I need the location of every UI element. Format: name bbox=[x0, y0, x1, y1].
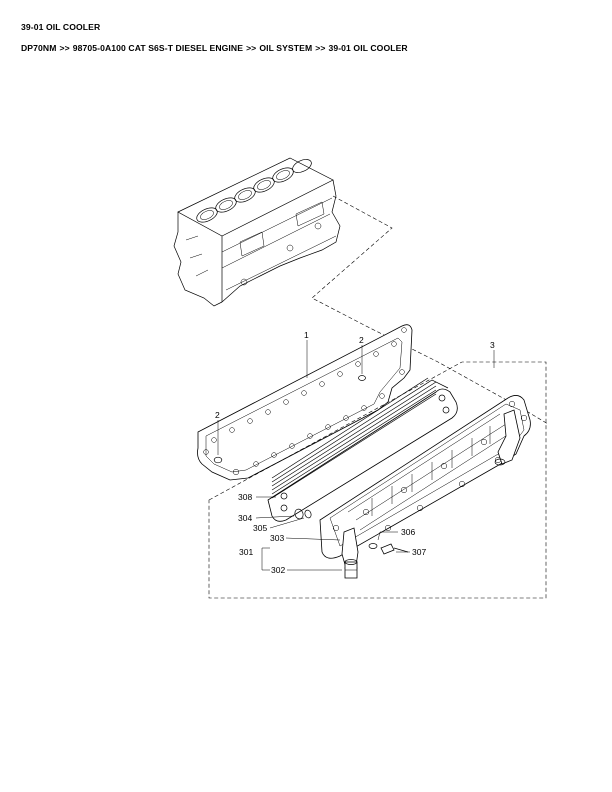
callout-301: 301 bbox=[239, 547, 253, 557]
breadcrumb-separator: >> bbox=[315, 43, 326, 53]
breadcrumb-separator: >> bbox=[246, 43, 257, 53]
callout-302: 302 bbox=[271, 565, 285, 575]
breadcrumb-separator: >> bbox=[59, 43, 70, 53]
page-title: 39-01 OIL COOLER bbox=[21, 22, 101, 32]
oil-cooler-element bbox=[267, 377, 458, 522]
assembly-3-outline bbox=[208, 361, 547, 599]
callout-304: 304 bbox=[238, 513, 252, 523]
breadcrumb: DP70NM>>98705-0A100 CAT S6S-T DIESEL ENG… bbox=[21, 43, 408, 53]
oil-cooler-gasket bbox=[197, 324, 413, 481]
callout-308: 308 bbox=[238, 492, 252, 502]
leader-lines bbox=[217, 340, 495, 571]
callout-2-top: 2 bbox=[359, 335, 364, 345]
engine-block-illustration bbox=[173, 157, 341, 307]
callout-307: 307 bbox=[412, 547, 426, 557]
breadcrumb-item-system[interactable]: OIL SYSTEM bbox=[259, 43, 313, 53]
callout-305: 305 bbox=[253, 523, 267, 533]
callout-306: 306 bbox=[401, 527, 415, 537]
breadcrumb-item-engine[interactable]: 98705-0A100 CAT S6S-T DIESEL ENGINE bbox=[72, 43, 244, 53]
callout-2-left: 2 bbox=[215, 410, 220, 420]
callout-1: 1 bbox=[304, 330, 309, 340]
callout-3: 3 bbox=[490, 340, 495, 350]
oil-cooler-cover bbox=[319, 395, 531, 572]
callout-303: 303 bbox=[270, 533, 284, 543]
breadcrumb-item-current: 39-01 OIL COOLER bbox=[328, 43, 408, 53]
plug bbox=[344, 559, 358, 579]
o-rings bbox=[294, 508, 312, 520]
breadcrumb-item-model[interactable]: DP70NM bbox=[21, 43, 57, 53]
washer-and-bolt bbox=[368, 543, 409, 555]
